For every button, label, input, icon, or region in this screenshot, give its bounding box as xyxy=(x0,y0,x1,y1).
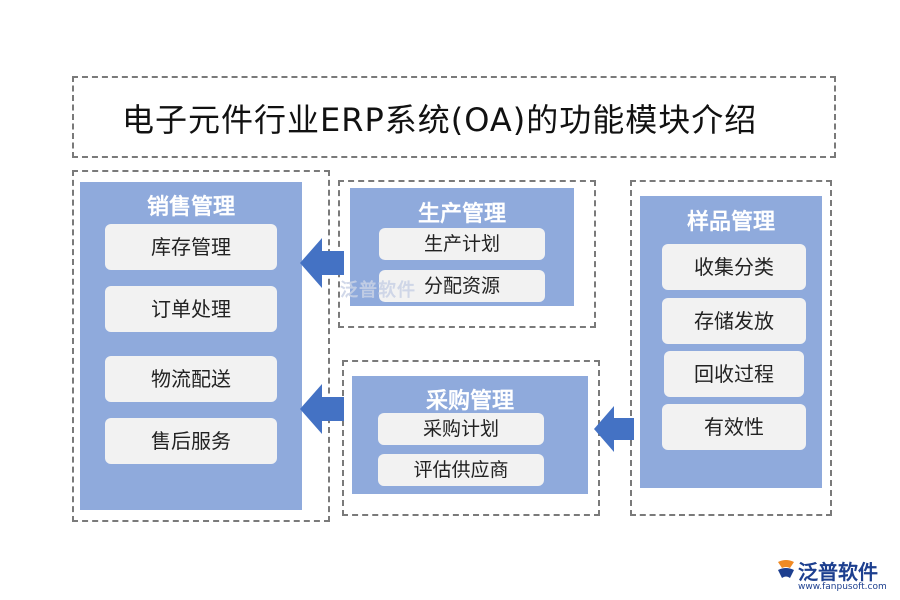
samples-item-storage: 存储发放 xyxy=(662,298,806,344)
production-title: 生产管理 xyxy=(417,201,506,227)
samples-item-recovery: 回收过程 xyxy=(664,351,804,397)
production-item-plan: 生产计划 xyxy=(379,228,545,260)
procurement-panel: 采购管理 采购计划 评估供应商 xyxy=(352,376,588,494)
samples-panel: 样品管理 收集分类 存储发放 回收过程 有效性 xyxy=(640,196,822,488)
sales-item-after-sales: 售后服务 xyxy=(105,418,277,464)
brand-name: 泛普软件 xyxy=(798,560,878,584)
procurement-item-plan: 采购计划 xyxy=(378,413,544,445)
production-item-resources: 分配资源 xyxy=(379,270,545,302)
arrow-left-icon xyxy=(300,238,344,288)
title-box: 电子元件行业ERP系统(OA)的功能模块介绍 xyxy=(72,76,836,158)
brand-logo: 泛普软件 www.fanpusoft.com xyxy=(776,556,892,596)
samples-item-collect: 收集分类 xyxy=(662,244,806,290)
samples-title: 样品管理 xyxy=(686,209,775,235)
sales-item-inventory: 库存管理 xyxy=(105,224,277,270)
page-title: 电子元件行业ERP系统(OA)的功能模块介绍 xyxy=(122,101,758,139)
watermark: 泛普软件 xyxy=(340,280,416,301)
arrow-left-icon xyxy=(594,406,634,452)
sales-item-orders: 订单处理 xyxy=(105,286,277,332)
sales-title: 销售管理 xyxy=(146,194,235,220)
brand-url: www.fanpusoft.com xyxy=(798,582,887,592)
brand-logo-icon xyxy=(778,560,794,578)
sales-item-logistics: 物流配送 xyxy=(105,356,277,402)
procurement-item-suppliers: 评估供应商 xyxy=(378,454,544,486)
procurement-title: 采购管理 xyxy=(425,388,514,414)
arrow-left-icon xyxy=(300,384,344,434)
samples-item-validity: 有效性 xyxy=(662,404,806,450)
production-panel: 生产管理 生产计划 分配资源 xyxy=(350,188,574,306)
sales-panel: 销售管理 库存管理 订单处理 物流配送 售后服务 xyxy=(80,182,302,510)
